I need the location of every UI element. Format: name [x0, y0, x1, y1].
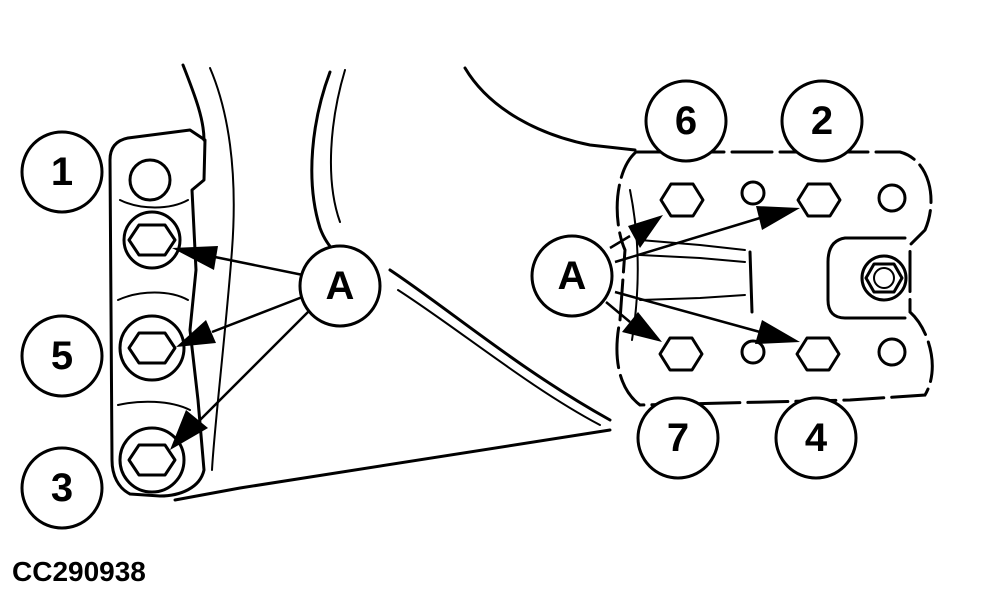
left-leader-arrows	[170, 246, 311, 450]
callout-7: 7	[636, 396, 720, 480]
right-mounting-bracket	[615, 150, 934, 407]
left-bolt-middle	[118, 314, 186, 382]
callout-a-left: A	[298, 244, 382, 328]
svg-text:3: 3	[51, 466, 73, 510]
connecting-frame-lines	[173, 66, 637, 502]
callout-2: 2	[780, 79, 864, 163]
svg-text:A: A	[558, 254, 587, 298]
figure-reference-code: CC290938	[12, 556, 146, 587]
callout-a-right: A	[530, 234, 614, 318]
callout-6: 6	[644, 79, 728, 163]
left-bolt-upper	[122, 210, 182, 270]
callout-4: 4	[774, 396, 858, 480]
callout-5: 5	[20, 314, 104, 398]
left-bolt-lower	[118, 426, 186, 494]
callout-3: 3	[20, 446, 104, 530]
svg-text:2: 2	[811, 99, 833, 143]
callout-1: 1	[20, 130, 104, 214]
svg-text:6: 6	[675, 99, 697, 143]
svg-text:1: 1	[51, 150, 73, 194]
right-bolt-top-right	[796, 182, 842, 218]
right-bolt-bottom-right	[795, 336, 841, 372]
left-mounting-bracket	[108, 63, 358, 498]
svg-text:4: 4	[805, 416, 828, 460]
svg-text:7: 7	[667, 416, 689, 460]
right-leader-arrows	[605, 206, 800, 344]
right-bolt-bottom-left	[658, 336, 704, 372]
svg-text:5: 5	[51, 334, 73, 378]
right-bolt-top-left	[659, 182, 705, 218]
svg-text:A: A	[326, 264, 355, 308]
